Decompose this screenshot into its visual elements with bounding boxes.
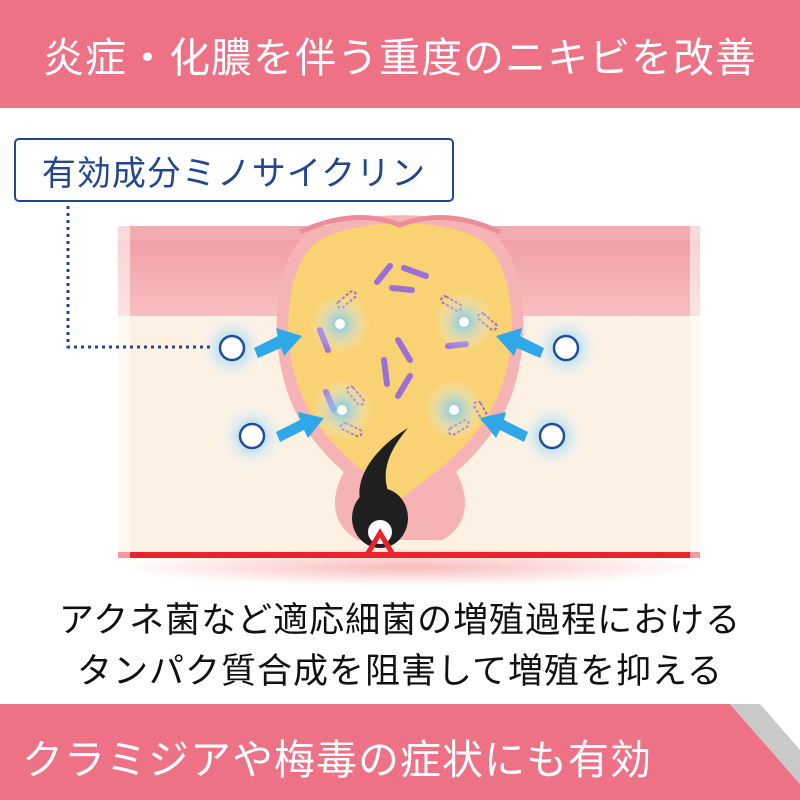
label-connector: [66, 206, 214, 349]
drug-action-glow: [310, 292, 494, 440]
drug-molecule-icon: [196, 312, 602, 472]
bottom-banner: クラミジアや梅毒の症状にも有効: [0, 704, 800, 800]
top-banner: 炎症・化膿を伴う重度のニキビを改善: [0, 0, 800, 108]
arrow-icon: [254, 328, 544, 442]
description-line-2: タンパク質合成を阻害して増殖を抑える: [77, 652, 723, 692]
ingredient-label-box: 有効成分ミノサイクリン: [14, 138, 454, 202]
skin-base-line: [118, 552, 700, 558]
footer-text: クラミジアや梅毒の症状にも有効: [22, 736, 652, 784]
hair-follicle-icon: [352, 428, 408, 555]
description-line-1: アクネ菌など適応細菌の増殖過程における: [58, 601, 742, 641]
bottom-banner-shape: [0, 704, 800, 800]
page-title: 炎症・化膿を伴う重度のニキビを改善: [43, 34, 757, 82]
ingredient-label: 有効成分ミノサイクリン: [41, 153, 427, 194]
